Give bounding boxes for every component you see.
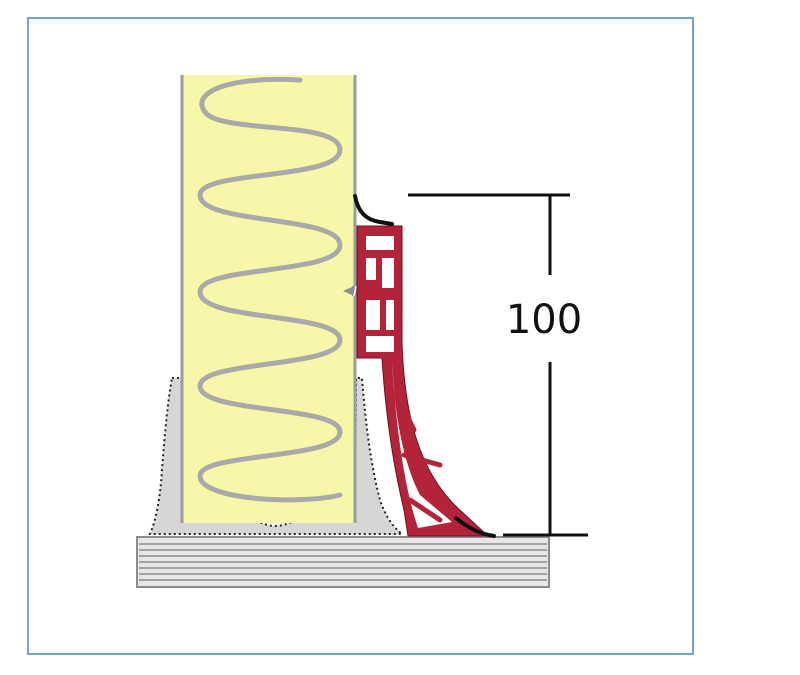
- adhesive-fillet: [148, 377, 405, 535]
- dimension-value: 100: [506, 297, 582, 343]
- skirting-top-lip: [353, 194, 394, 226]
- height-dimension: 100: [408, 193, 588, 537]
- skirting-bottom-lip: [454, 516, 496, 538]
- insulation-board: [180, 75, 357, 523]
- skirting-profile: [353, 194, 496, 538]
- floor-slab: [136, 536, 550, 588]
- insulation-coil: [197, 76, 343, 503]
